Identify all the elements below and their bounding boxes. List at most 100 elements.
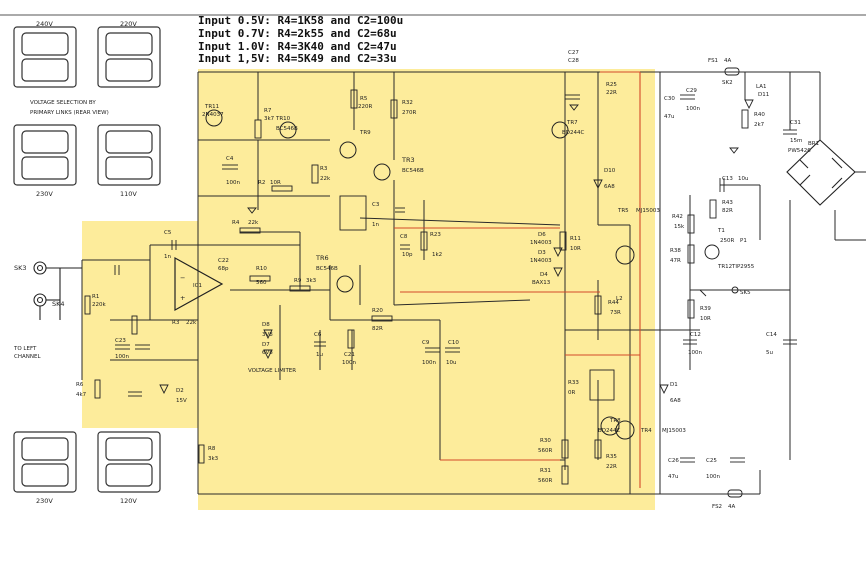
label-d3-value: 1N4003 [530,258,552,264]
label-c14-value: 5u [766,350,773,356]
label-c12-value: 100n [688,350,702,356]
label-fs1-value: 4A [724,58,731,64]
label-c4-value: 100n [226,180,240,186]
note-line: Input 0.5V: R4=1K58 and C2=100u [198,14,404,27]
label-r11-value: 10R [570,246,581,252]
label-d6-value: 1N4003 [530,240,552,246]
opamp-ic1: − + [174,256,224,312]
label-tr4: TR4 [640,428,652,434]
label-c9: C9 [422,340,430,346]
label-r3-alt-value: 22k [186,320,197,326]
label-br1: BR1 [808,141,819,147]
v230-box-bottom [13,431,77,493]
label-c10-value: 10u [446,360,456,366]
label-tr7: TR7 [566,120,578,126]
label-r8: R8 [208,446,216,452]
label-d1-value: 6A8 [670,398,681,404]
label-r38: R38 [670,248,681,254]
voltage-selection-block [13,26,161,493]
label-d10: D10 [604,168,616,174]
label-220v: 220V [120,20,137,28]
highlight-regions [82,69,655,510]
label-tr12-type: TIP2955 [731,264,755,270]
label-r2: R2 [258,180,265,186]
label-r8-value: 3k3 [208,456,219,462]
label-tr3-type: BC546B [402,168,424,174]
label-r35: R35 [606,454,617,460]
label-r1: R1 [92,294,99,300]
label-l2: L2 [616,296,623,302]
label-r20-value: 82R [372,326,383,332]
note-line: Input 1,5V: R4=5K49 and C2=33u [198,52,397,66]
v220-box [97,26,161,88]
label-d4: D4 [540,272,548,278]
label-r25-value: 22R [606,90,617,96]
label-r20: R20 [372,308,383,314]
label-r10-value: 560 [256,280,267,286]
label-r33: R33 [568,380,579,386]
label-r42: R42 [672,214,683,220]
label-r39-value: 10R [700,316,711,322]
label-tr6: TR6 [315,254,329,262]
label-sk3: SK3 [14,264,27,272]
label-r31-value: 560R [538,478,552,484]
label-r40-value: 2k7 [754,122,765,128]
label-tr5-type: MJ15003 [636,208,660,214]
label-fs1: FS1 [708,58,718,64]
label-r32-value: 270R [402,110,416,116]
label-r33-value: 0R [568,390,575,396]
label-110v: 110V [120,190,137,198]
note-line: Input 1.0V: R4=3K40 and C2=47u [198,39,397,53]
label-r30: R30 [540,438,551,444]
label-c22: C22 [218,258,229,264]
label-d7-value: 6V8 [262,350,273,356]
label-to-left: TO LEFT [13,346,37,352]
label-la1: LA1 [756,84,766,90]
label-r5-value: 220R [358,104,372,110]
input-voltage-notes: Input 0.5V: R4=1K58 and C2=100u Input 0.… [198,14,404,66]
label-tr9: TR9 [359,130,371,136]
label-r42-value: 15k [674,224,685,230]
label-r23-value: 1k2 [432,252,442,258]
resistor-labels: R7 3k7 R5 220R R32 270R R3 22k R2 10R R4… [76,82,765,484]
label-r43-value: 82R [722,208,733,214]
label-c21-value: 100n [342,360,356,366]
label-230v-bottom: 230V [36,497,53,505]
label-tr4-type: MJ15003 [662,428,686,434]
label-c4: C4 [226,156,234,162]
label-tr12: TR12 [717,264,732,270]
v230-box [13,124,77,186]
label-c6: C6 [314,332,322,338]
label-d8-value: 3V8 [262,332,273,338]
label-r3-value: 22k [320,176,331,182]
highlight-main [82,69,655,510]
label-r10: R10 [256,266,267,272]
voltage-caption-1: VOLTAGE SELECTION BY [30,100,96,106]
label-d1: D1 [670,382,678,388]
label-fs2: FS2 [712,504,722,510]
label-c27: C27 [568,50,579,56]
label-r30-value: 560R [538,448,552,454]
label-r9: R9 [294,278,302,284]
label-r2-value: 10R [270,180,281,186]
label-voltage-limiter: VOLTAGE LIMITER [248,368,296,374]
label-r35-value: 22R [606,464,617,470]
label-br1-type: PW5426 [788,148,811,154]
label-sk4: SK4 [52,300,65,308]
label-r44-value: 73R [610,310,621,316]
label-c23: C23 [115,338,126,344]
label-fs2-value: 4A [728,504,735,510]
label-p1-value: 250R [720,238,734,244]
label-d11: D11 [758,92,769,98]
label-r1-value: 220k [92,302,106,308]
label-tr6-type: BC546B [316,266,338,272]
label-sk2: SK2 [722,80,733,86]
label-tr3: TR3 [401,156,415,164]
label-c3: C3 [372,202,380,208]
label-c22-value: 68p [218,266,229,272]
transistors [205,109,720,440]
label-c30-value: 47u [664,114,674,120]
label-c28: C28 [568,58,579,64]
note-line: Input 0.7V: R4=2k55 and C2=68u [198,26,397,40]
